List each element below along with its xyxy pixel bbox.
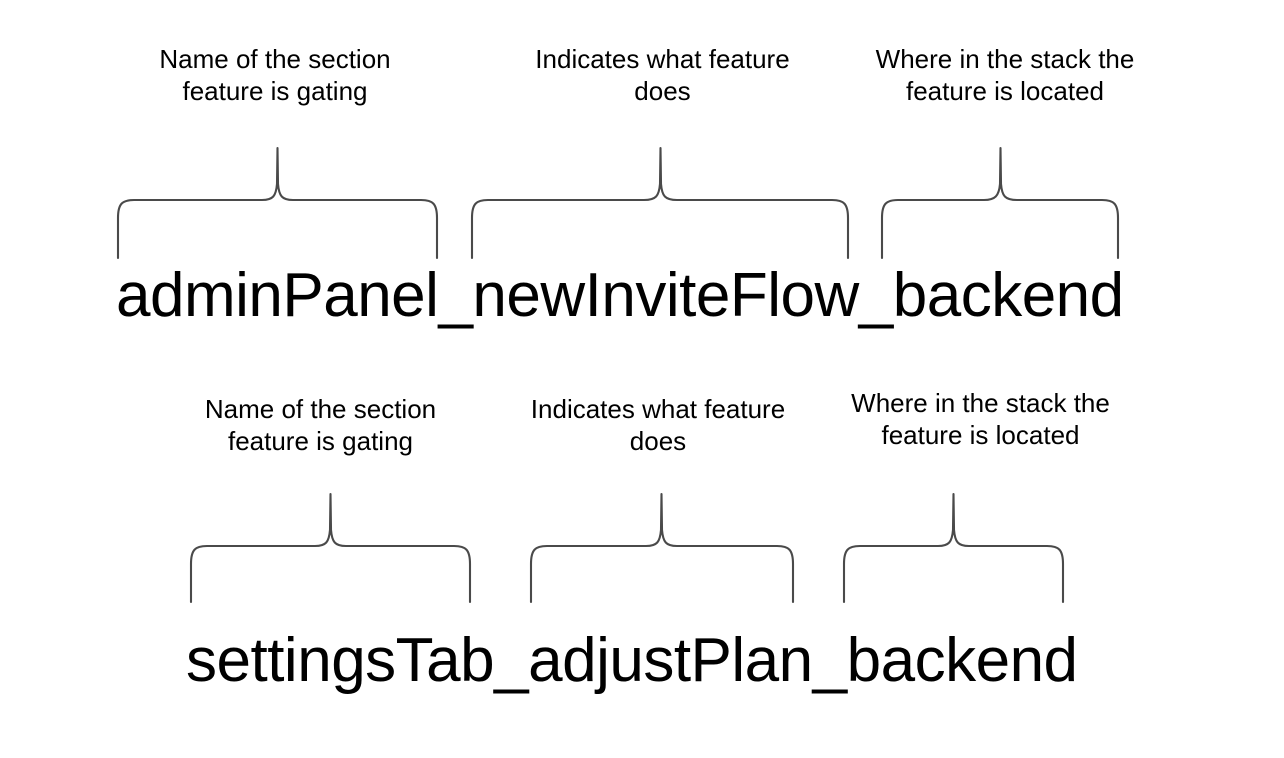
- brace-section-name-top: [117, 146, 438, 258]
- feature-flag-text-top: adminPanel_newInviteFlow_backend: [116, 261, 1124, 330]
- annotation-label-stack-location-top: Where in the stack the feature is locate…: [875, 44, 1135, 106]
- brace-feature-action-bottom: [530, 492, 794, 602]
- annotation-label-stack-location-bottom: Where in the stack the feature is locate…: [851, 388, 1110, 450]
- brace-feature-action-top: [471, 146, 849, 258]
- annotation-label-feature-action-top: Indicates what feature does: [535, 44, 790, 106]
- feature-flag-text-bottom: settingsTab_adjustPlan_backend: [186, 626, 1078, 695]
- brace-stack-location-bottom: [843, 492, 1064, 602]
- brace-stack-location-top: [881, 146, 1119, 258]
- annotation-label-section-name-top: Name of the section feature is gating: [159, 44, 391, 106]
- brace-section-name-bottom: [190, 492, 471, 602]
- annotation-label-feature-action-bottom: Indicates what feature does: [530, 394, 786, 456]
- annotation-label-section-name-bottom: Name of the section feature is gating: [204, 394, 437, 456]
